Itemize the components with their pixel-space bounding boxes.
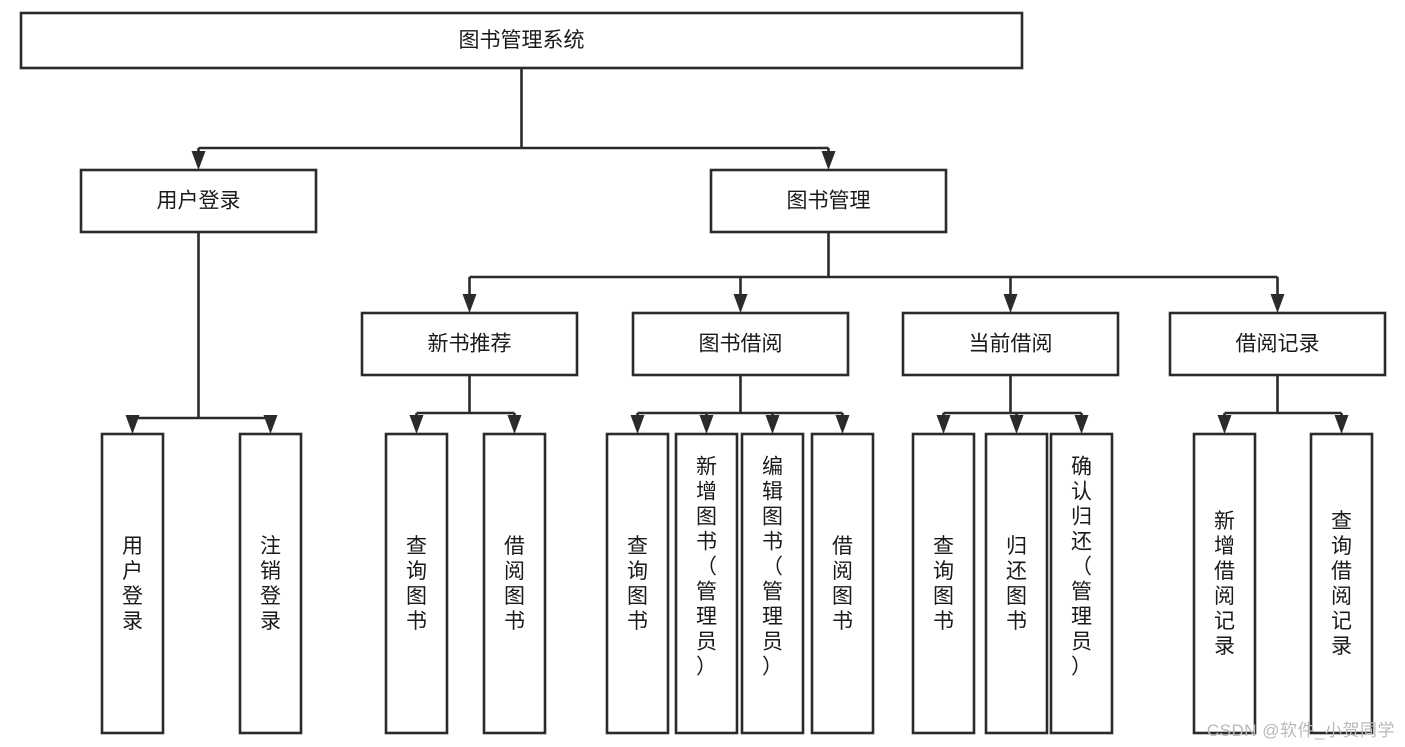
node-box-leaf-edit-book[interactable] xyxy=(740,432,805,735)
arrow-icon-leaf-user-logout xyxy=(263,415,278,434)
node-box-current-borrow[interactable] xyxy=(901,311,1120,377)
arrow-icon-leaf-query-book-3 xyxy=(936,415,951,434)
node-box-new-book-rec[interactable] xyxy=(360,311,579,377)
connector-layer xyxy=(125,68,1349,434)
node-label-leaf-query-book-1: 查询图书 xyxy=(406,535,427,633)
node-borrow-record[interactable]: 借阅记录 xyxy=(1168,311,1387,377)
node-leaf-query-book-1[interactable]: 查询图书 xyxy=(384,432,449,735)
node-label-current-borrow: 当前借阅 xyxy=(969,333,1053,356)
node-label-book-manage: 图书管理 xyxy=(787,190,871,213)
arrow-icon-current-borrow xyxy=(1003,294,1018,313)
arrow-icon-book-borrow xyxy=(733,294,748,313)
arrow-icon-leaf-query-book-1 xyxy=(409,415,424,434)
node-new-book-rec[interactable]: 新书推荐 xyxy=(360,311,579,377)
node-leaf-borrow-book-1[interactable]: 借阅图书 xyxy=(482,432,547,735)
node-label-leaf-user-login: 用户登录 xyxy=(122,535,143,633)
arrow-icon-leaf-return-book xyxy=(1009,415,1024,434)
arrow-icon-leaf-add-record xyxy=(1217,415,1232,434)
node-book-manage[interactable]: 图书管理 xyxy=(709,168,948,234)
node-label-leaf-query-book-3: 查询图书 xyxy=(933,535,954,633)
arrow-icon-leaf-query-book-2 xyxy=(630,415,645,434)
node-book-borrow[interactable]: 图书借阅 xyxy=(631,311,850,377)
node-root[interactable]: 图书管理系统 xyxy=(19,11,1024,70)
arrow-icon-leaf-borrow-book-2 xyxy=(835,415,850,434)
node-leaf-add-record[interactable]: 新增借阅记录 xyxy=(1192,432,1257,735)
arrow-icon-book-manage xyxy=(821,151,836,170)
node-label-leaf-edit-book: 编辑图书（管理员） xyxy=(762,456,783,679)
node-label-new-book-rec: 新书推荐 xyxy=(428,333,512,356)
node-box-leaf-user-logout[interactable] xyxy=(238,432,303,735)
node-label-leaf-add-book: 新增图书（管理员） xyxy=(696,456,717,679)
arrow-icon-leaf-borrow-book-1 xyxy=(507,415,522,434)
node-label-root: 图书管理系统 xyxy=(459,29,585,52)
node-current-borrow[interactable]: 当前借阅 xyxy=(901,311,1120,377)
node-layer: 图书管理系统用户登录图书管理新书推荐图书借阅当前借阅借阅记录用户登录注销登录查询… xyxy=(19,11,1387,735)
node-label-leaf-user-logout: 注销登录 xyxy=(260,535,281,633)
node-box-root[interactable] xyxy=(19,11,1024,70)
node-label-book-borrow: 图书借阅 xyxy=(699,333,783,356)
node-leaf-query-book-3[interactable]: 查询图书 xyxy=(911,432,976,735)
node-label-borrow-record: 借阅记录 xyxy=(1236,333,1320,356)
arrow-icon-leaf-edit-book xyxy=(765,415,780,434)
node-box-leaf-query-record[interactable] xyxy=(1309,432,1374,735)
node-box-leaf-query-book-1[interactable] xyxy=(384,432,449,735)
node-box-leaf-user-login[interactable] xyxy=(100,432,165,735)
node-label-leaf-query-record: 查询借阅记录 xyxy=(1331,510,1352,658)
arrow-icon-leaf-query-record xyxy=(1334,415,1349,434)
node-leaf-user-login[interactable]: 用户登录 xyxy=(100,432,165,735)
node-user-login[interactable]: 用户登录 xyxy=(79,168,318,234)
watermark-text: CSDN @软件_小贺同学 xyxy=(1206,721,1395,740)
node-leaf-user-logout[interactable]: 注销登录 xyxy=(238,432,303,735)
node-box-leaf-query-book-2[interactable] xyxy=(605,432,670,735)
arrow-icon-borrow-record xyxy=(1270,294,1285,313)
arrow-icon-leaf-user-login xyxy=(125,415,140,434)
arrow-icon-leaf-confirm-return xyxy=(1074,415,1089,434)
node-box-leaf-confirm-return[interactable] xyxy=(1049,432,1114,735)
node-label-leaf-query-book-2: 查询图书 xyxy=(627,535,648,633)
node-box-book-manage[interactable] xyxy=(709,168,948,234)
node-label-leaf-add-record: 新增借阅记录 xyxy=(1214,510,1235,658)
node-box-leaf-add-book[interactable] xyxy=(674,432,739,735)
arrow-icon-user-login xyxy=(191,151,206,170)
node-box-leaf-borrow-book-1[interactable] xyxy=(482,432,547,735)
node-leaf-borrow-book-2[interactable]: 借阅图书 xyxy=(810,432,875,735)
node-box-book-borrow[interactable] xyxy=(631,311,850,377)
node-box-leaf-borrow-book-2[interactable] xyxy=(810,432,875,735)
node-label-leaf-confirm-return: 确认归还（管理员） xyxy=(1071,456,1092,679)
node-leaf-add-book[interactable]: 新增图书（管理员） xyxy=(674,432,739,735)
arrow-icon-new-book-rec xyxy=(462,294,477,313)
node-leaf-query-book-2[interactable]: 查询图书 xyxy=(605,432,670,735)
node-leaf-query-record[interactable]: 查询借阅记录 xyxy=(1309,432,1374,735)
node-box-user-login[interactable] xyxy=(79,168,318,234)
node-box-borrow-record[interactable] xyxy=(1168,311,1387,377)
node-leaf-confirm-return[interactable]: 确认归还（管理员） xyxy=(1049,432,1114,735)
node-label-leaf-borrow-book-1: 借阅图书 xyxy=(504,535,525,633)
node-box-leaf-add-record[interactable] xyxy=(1192,432,1257,735)
node-box-leaf-return-book[interactable] xyxy=(984,432,1049,735)
node-leaf-edit-book[interactable]: 编辑图书（管理员） xyxy=(740,432,805,735)
node-box-leaf-query-book-3[interactable] xyxy=(911,432,976,735)
node-label-user-login: 用户登录 xyxy=(157,190,241,213)
node-label-leaf-borrow-book-2: 借阅图书 xyxy=(832,535,853,633)
node-leaf-return-book[interactable]: 归还图书 xyxy=(984,432,1049,735)
arrow-icon-leaf-add-book xyxy=(699,415,714,434)
node-label-leaf-return-book: 归还图书 xyxy=(1006,535,1027,633)
